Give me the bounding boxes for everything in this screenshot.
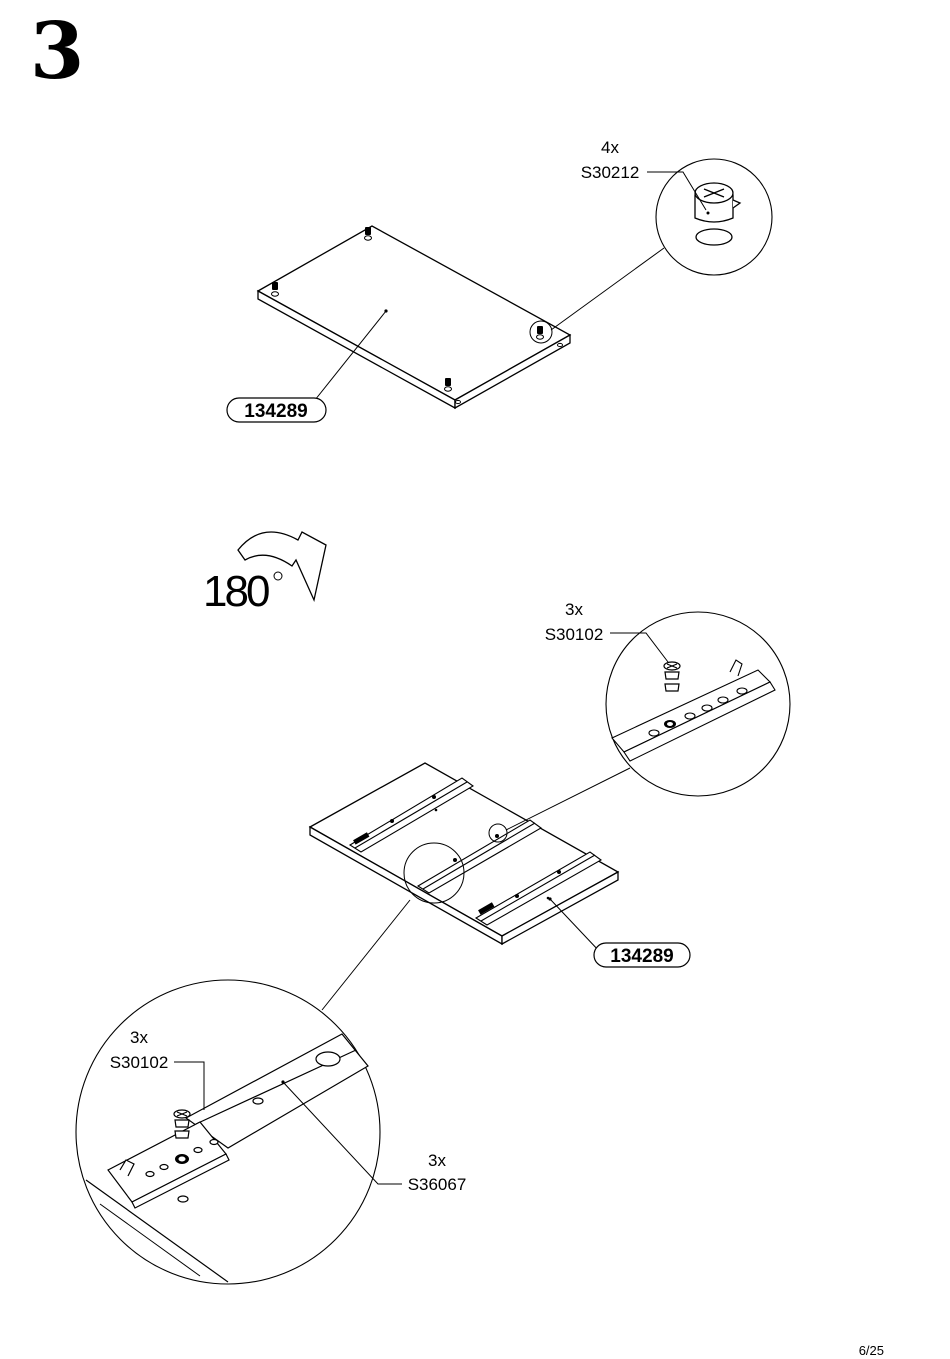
- lower-panel-label-box: [593, 942, 691, 968]
- leader-screw-detail-top: [505, 767, 631, 831]
- panel-edge-line: [85, 1179, 229, 1283]
- rotate-arrow-icon: [237, 531, 327, 603]
- screw-hole-top-inner: [667, 722, 673, 726]
- leader-cam-detail: [550, 247, 665, 331]
- detail-marker-rail: [403, 842, 465, 904]
- leader-upper-panel: [314, 310, 387, 401]
- panel-edge-line-2: [99, 1203, 201, 1277]
- cam-locks-small: [272, 227, 543, 386]
- screw-code-left: S30102: [110, 1053, 169, 1072]
- screw-qty-left: 3x: [130, 1028, 148, 1047]
- rail-code: S36067: [408, 1175, 467, 1194]
- leader-cam-code: [647, 171, 707, 211]
- lower-panel-label: 134289: [610, 946, 673, 967]
- upper-panel-label-box: [226, 397, 327, 423]
- page-number: 6/25: [859, 1343, 884, 1358]
- cam-lock-icon: [694, 182, 742, 246]
- upper-panel-label: 134289: [244, 401, 307, 422]
- cam-qty: 4x: [601, 138, 619, 157]
- drawer-rails: [348, 777, 603, 926]
- rail-detail-bottom: [107, 1033, 369, 1209]
- rotation-angle: 180: [203, 567, 269, 616]
- rail-qty: 3x: [428, 1151, 446, 1170]
- screw-qty-top: 3x: [565, 600, 583, 619]
- cam-icon-dot: [706, 211, 710, 215]
- detail-marker-cam: [529, 320, 553, 344]
- leader-rail-detail: [321, 899, 411, 1011]
- step-number: 3: [30, 6, 84, 97]
- screw-hole-bottom-inner: [178, 1156, 186, 1162]
- rail-detail-top: [611, 659, 776, 762]
- cam-lock-bores: [271, 235, 563, 405]
- leader-screw-code-left: [174, 1061, 205, 1110]
- screw-icon-bottom: [173, 1109, 191, 1139]
- screw-code-top: S30102: [545, 625, 604, 644]
- upper-panel-134289: [256, 225, 572, 410]
- leader-rail-code: [282, 1081, 402, 1185]
- cam-code: S30212: [581, 163, 640, 182]
- leader-lower-panel: [549, 898, 601, 953]
- screw-icon-top: [663, 661, 681, 692]
- degree-symbol: [273, 571, 283, 581]
- leader-screw-code-top: [610, 632, 669, 663]
- detail-marker-screw: [488, 823, 508, 843]
